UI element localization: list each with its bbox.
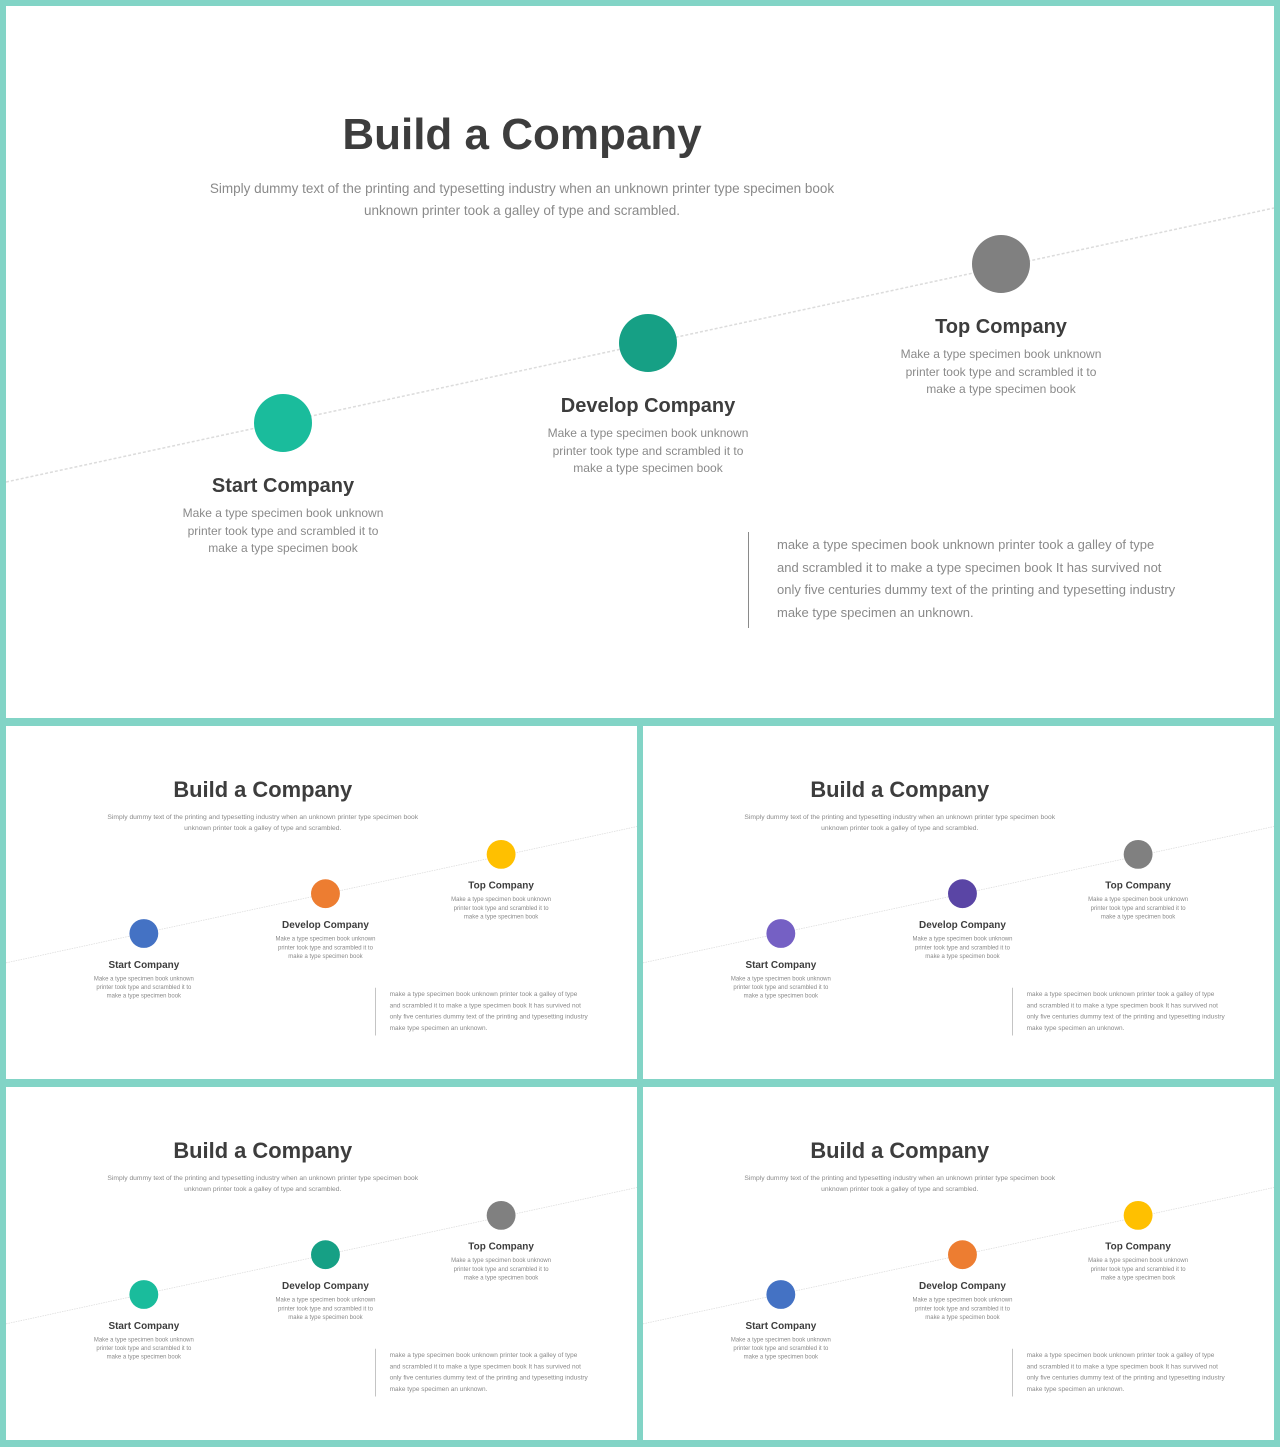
start-company-desc: Make a type specimen book unknown printe… [730, 974, 831, 1000]
top-company-circle [972, 235, 1030, 293]
quote-divider [748, 532, 749, 628]
timeline-line [6, 826, 637, 964]
develop-company-circle [948, 1240, 977, 1270]
start-company-title: Start Company [745, 959, 817, 971]
start-company-title: Start Company [108, 959, 180, 971]
slide-title: Build a Company [173, 777, 353, 803]
slide-preview-main[interactable]: Build a Company Simply dummy text of the… [6, 6, 1274, 718]
top-company-title: Top Company [935, 316, 1067, 338]
body-paragraph: make a type specimen book unknown printe… [777, 537, 1176, 620]
slide-title: Build a Company [173, 1138, 353, 1164]
body-paragraph: make a type specimen book unknown printe… [1026, 1351, 1225, 1393]
top-company-title: Top Company [468, 1241, 534, 1253]
body-paragraph: make a type specimen book unknown printe… [389, 990, 588, 1032]
develop-company-desc: Make a type specimen book unknown printe… [547, 426, 749, 475]
develop-company-desc: Make a type specimen book unknown printe… [912, 1295, 1013, 1321]
develop-company-circle [311, 879, 340, 909]
develop-company-title: Develop Company [282, 919, 369, 931]
develop-company-title: Develop Company [919, 919, 1006, 931]
slide-thumbnail-4[interactable]: Build a Company Simply dummy text of the… [643, 1087, 1274, 1440]
slide-content: Build a Company Simply dummy text of the… [6, 6, 1274, 718]
start-company-circle [254, 394, 312, 452]
start-company-circle [129, 919, 159, 948]
timeline-line [6, 1187, 637, 1325]
top-company-circle [486, 1200, 516, 1230]
slide-subtitle: Simply dummy text of the printing and ty… [209, 181, 835, 218]
develop-company-desc: Make a type specimen book unknown printe… [275, 1295, 376, 1321]
develop-company-desc: Make a type specimen book unknown printe… [912, 934, 1013, 960]
slide-subtitle: Simply dummy text of the printing and ty… [744, 1174, 1056, 1193]
slide-thumbnail-2[interactable]: Build a Company Simply dummy text of the… [643, 726, 1274, 1079]
top-company-title: Top Company [468, 880, 534, 892]
develop-company-circle [619, 314, 677, 372]
top-company-desc: Make a type specimen book unknown printe… [451, 895, 552, 921]
top-company-circle [1123, 1200, 1153, 1230]
slide-subtitle: Simply dummy text of the printing and ty… [107, 1174, 419, 1193]
slide-content: Build a Company Simply dummy text of the… [643, 1087, 1274, 1440]
top-company-desc: Make a type specimen book unknown printe… [1088, 1256, 1189, 1282]
slide-subtitle: Simply dummy text of the printing and ty… [107, 813, 419, 832]
top-company-circle [1123, 839, 1153, 869]
top-company-title: Top Company [1105, 880, 1171, 892]
slide-title: Build a Company [342, 110, 702, 159]
timeline-line [643, 826, 1274, 964]
start-company-desc: Make a type specimen book unknown printe… [182, 506, 384, 555]
top-company-desc: Make a type specimen book unknown printe… [451, 1256, 552, 1282]
develop-company-title: Develop Company [560, 395, 736, 417]
timeline-line [6, 207, 1274, 483]
start-company-circle [129, 1280, 159, 1309]
slide-subtitle: Simply dummy text of the printing and ty… [744, 813, 1056, 832]
develop-company-circle [311, 1240, 340, 1270]
slide-thumbnail-1[interactable]: Build a Company Simply dummy text of the… [6, 726, 637, 1079]
slide-content: Build a Company Simply dummy text of the… [6, 1087, 637, 1440]
slide-title: Build a Company [810, 777, 990, 803]
slide-thumbnail-3[interactable]: Build a Company Simply dummy text of the… [6, 1087, 637, 1440]
body-paragraph: make a type specimen book unknown printe… [389, 1351, 588, 1393]
start-company-title: Start Company [745, 1320, 817, 1332]
slide-title: Build a Company [810, 1138, 990, 1164]
start-company-title: Start Company [211, 475, 355, 497]
top-company-desc: Make a type specimen book unknown printe… [1088, 895, 1189, 921]
start-company-circle [766, 919, 796, 948]
start-company-title: Start Company [108, 1320, 180, 1332]
start-company-desc: Make a type specimen book unknown printe… [730, 1335, 831, 1361]
body-paragraph: make a type specimen book unknown printe… [1026, 990, 1225, 1032]
start-company-circle [766, 1280, 796, 1309]
develop-company-title: Develop Company [919, 1280, 1006, 1292]
develop-company-title: Develop Company [282, 1280, 369, 1292]
slide-content: Build a Company Simply dummy text of the… [6, 726, 637, 1079]
start-company-desc: Make a type specimen book unknown printe… [93, 1335, 194, 1361]
slide-content: Build a Company Simply dummy text of the… [643, 726, 1274, 1079]
top-company-circle [486, 839, 516, 869]
timeline-line [643, 1187, 1274, 1325]
develop-company-desc: Make a type specimen book unknown printe… [275, 934, 376, 960]
start-company-desc: Make a type specimen book unknown printe… [93, 974, 194, 1000]
top-company-desc: Make a type specimen book unknown printe… [900, 347, 1102, 396]
top-company-title: Top Company [1105, 1241, 1171, 1253]
develop-company-circle [948, 879, 977, 909]
